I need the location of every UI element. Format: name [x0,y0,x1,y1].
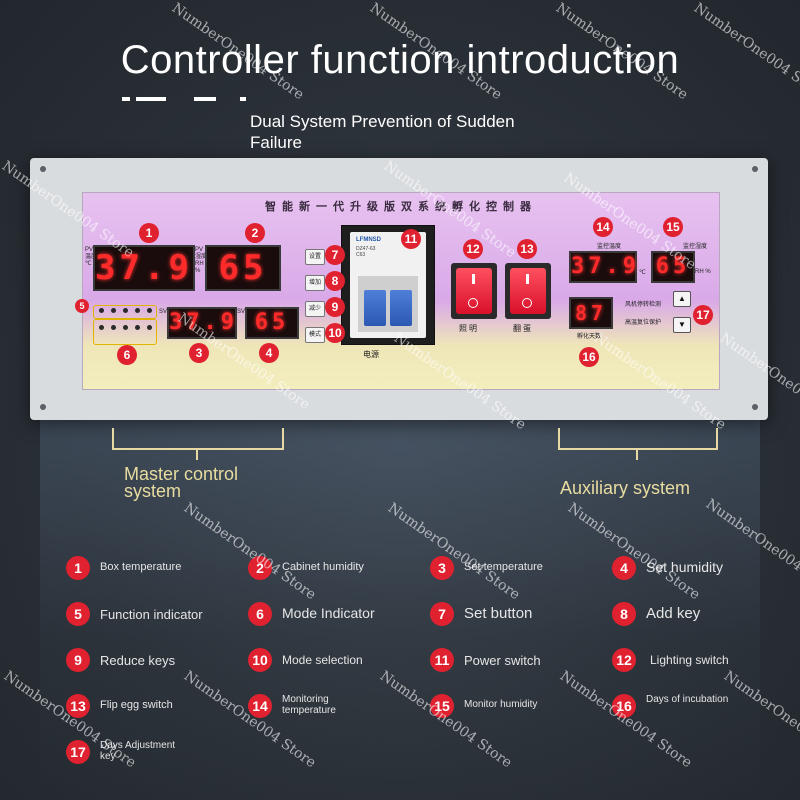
cabinet-humidity-display: 65 [205,245,281,291]
master-bracket [112,428,284,450]
badge-13: 13 [517,239,537,259]
sv-tag: SV [159,309,168,315]
screw-icon [40,404,46,410]
function-indicator-box [93,305,157,319]
monitoring-temperature-display: 37.9 [569,251,637,283]
function-indicator-lights [97,306,153,316]
badge-1: 1 [139,223,159,243]
monitor-humidity-label: 监控湿度 [683,244,708,250]
badge-14: 14 [593,217,613,237]
box-temperature-display: 37.9 [93,245,195,291]
days-down-button[interactable]: ▼ [673,317,691,333]
mode-indicator-box [93,319,157,345]
lighting-switch[interactable] [451,263,497,319]
faceplate-title: 智能新一代升级版双系统孵化控制器 [265,201,537,213]
badge-17: 17 [693,305,713,325]
screw-icon [752,404,758,410]
badge-15: 15 [663,217,683,237]
mode-button[interactable]: 模式 [305,327,325,343]
flip-egg-switch[interactable] [505,263,551,319]
title-underline-decor [122,97,262,103]
power-label: 电源 [363,350,379,359]
badge-10: 10 [325,323,345,343]
screw-icon [40,166,46,172]
set-button[interactable]: 设置 [305,249,325,265]
badge-7: 7 [325,245,345,265]
breaker-brand: LFMNSD [356,237,381,243]
set-temperature-display: 37.9 [167,307,237,339]
mode-indicator-lights [97,323,153,333]
power-switch-lever[interactable] [390,290,412,326]
badge-9: 9 [325,297,345,317]
days-up-button[interactable]: ▲ [673,291,691,307]
badge-2: 2 [245,223,265,243]
badge-4: 4 [259,343,279,363]
aux-note-1: 风机停转检测 [625,302,662,308]
sv-tag: SV [237,309,246,315]
auxiliary-system-label: Auxiliary system [560,478,691,498]
badge-6: 6 [117,345,137,365]
screw-icon [752,166,758,172]
aux-bracket [558,428,718,450]
incubation-days-display: 87 [569,297,613,329]
monitor-humidity-display: 65 [651,251,695,283]
badge-16: 16 [579,347,599,367]
set-humidity-display: 65 [245,307,299,339]
aux-bracket-stem [636,448,638,460]
add-button[interactable]: 增加 [305,275,325,291]
flip-egg-switch-label: 翻蛋 [513,324,533,333]
badge-5: 5 [75,299,89,313]
badge-3: 3 [189,343,209,363]
power-switch-lever[interactable] [364,290,386,326]
master-control-label: Master control system [124,464,239,501]
badge-11: 11 [401,229,421,249]
badge-8: 8 [325,271,345,291]
master-bracket-stem [196,448,198,460]
page-subtitle: Dual System Prevention of Sudden Failure [250,112,515,152]
badge-12: 12 [463,239,483,259]
temp-unit: ℃ [639,270,646,276]
page-title: Controller function introduction [120,38,680,82]
lighting-switch-label: 照明 [459,324,479,333]
aux-note-2: 高温复位保护 [625,320,662,326]
humidity-unit: RH % [695,269,711,275]
monitor-temp-label: 监控温度 [597,244,622,250]
incubation-days-label: 孵化天数 [577,334,602,340]
reduce-button[interactable]: 减少 [305,301,325,317]
light-beam [40,390,760,800]
